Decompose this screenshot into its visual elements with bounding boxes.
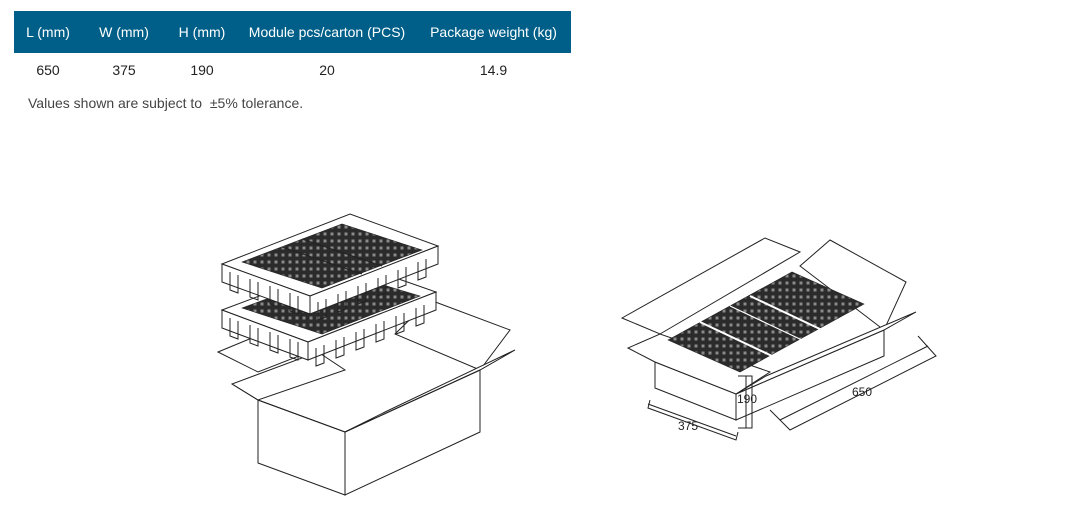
cell-height: 190: [190, 62, 214, 78]
spec-table: L (mm) W (mm) H (mm) Module pcs/carton (…: [14, 11, 571, 87]
header-length: L (mm): [26, 24, 70, 40]
cell-weight: 14.9: [479, 62, 508, 78]
header-pcs-carton: Module pcs/carton (PCS): [248, 24, 406, 40]
header-height: H (mm): [178, 24, 226, 40]
open-carton-illustration: [216, 213, 516, 496]
header-weight: Package weight (kg): [430, 24, 557, 40]
header-width: W (mm): [99, 24, 149, 40]
upper-tray: [220, 213, 440, 321]
dimension-length-label: 650: [852, 385, 872, 399]
tolerance-note: Values shown are subject to ±5% toleranc…: [28, 95, 304, 111]
dimension-height-label: 190: [737, 392, 757, 406]
dimension-width-label: 375: [678, 419, 698, 433]
spec-header-row: L (mm) W (mm) H (mm) Module pcs/carton (…: [14, 11, 571, 53]
spec-row: 650 375 190 20 14.9: [14, 53, 571, 87]
cell-pcs-carton: 20: [319, 62, 335, 78]
cell-length: 650: [36, 62, 60, 78]
dimensioned-carton-illustration: 375 190 650: [620, 237, 937, 441]
cell-width: 375: [112, 62, 136, 78]
